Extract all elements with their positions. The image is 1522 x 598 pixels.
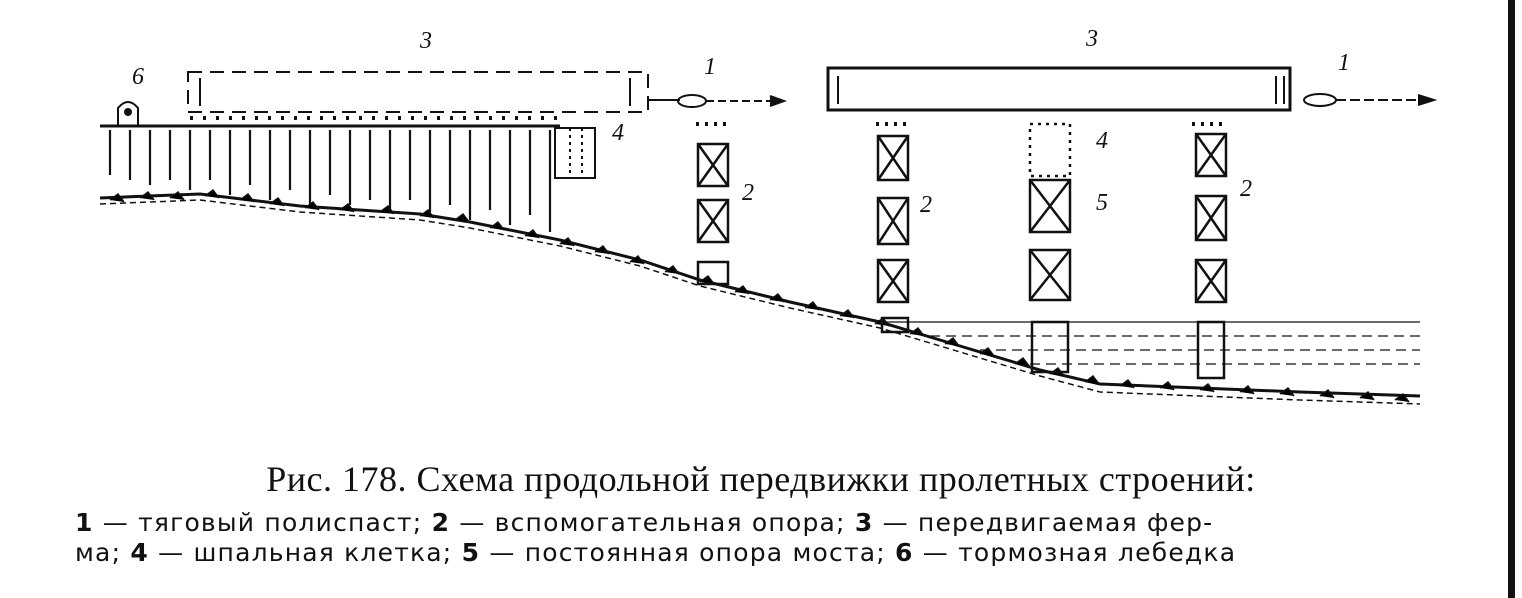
legend-text-2: — вспомогательная опора; bbox=[450, 508, 855, 537]
water-surface bbox=[880, 321, 1420, 365]
auxiliary-support-b bbox=[1192, 122, 1228, 380]
label-support-a: 2 bbox=[920, 192, 932, 218]
label-left-support: 2 bbox=[742, 180, 754, 206]
legend-line-1: 1 — тяговый полиспаст; 2 — вспомогательн… bbox=[75, 508, 1405, 537]
legend-text-4: — шпальная клетка; bbox=[148, 538, 462, 567]
legend-line-2: ма; 4 — шпальная клетка; 5 — постоянная … bbox=[75, 538, 1405, 567]
legend-text-6: — тормозная лебедка bbox=[913, 538, 1237, 567]
legend-num-6: 6 bbox=[895, 538, 914, 567]
page-edge-bar bbox=[1508, 0, 1522, 598]
approach-trestle bbox=[100, 124, 560, 232]
label-support-b: 2 bbox=[1240, 176, 1252, 202]
label-left-truss: 3 bbox=[419, 28, 432, 54]
permanent-pier bbox=[1028, 122, 1072, 374]
ground-profile bbox=[99, 192, 1421, 405]
label-crib-middle: 4 bbox=[1096, 128, 1108, 154]
legend-text-1: — тяговый полиспаст; bbox=[93, 508, 432, 537]
ground-hatching bbox=[109, 188, 1410, 403]
pulley-right bbox=[1303, 93, 1438, 107]
legend-num-4: 4 bbox=[130, 538, 149, 567]
moving-truss-right bbox=[826, 66, 1292, 112]
label-left-pulley: 1 bbox=[704, 54, 716, 80]
legend-text-3-cont: ма; bbox=[75, 538, 131, 567]
legend-num-1: 1 bbox=[75, 508, 94, 537]
label-right-pulley: 1 bbox=[1338, 50, 1350, 76]
legend-num-3: 3 bbox=[854, 508, 874, 537]
label-left-crib: 4 bbox=[612, 120, 624, 146]
brake-winch bbox=[117, 101, 139, 126]
legend-text-3: — передвигаемая фер- bbox=[873, 508, 1214, 537]
label-winch: 6 bbox=[132, 64, 144, 90]
sleeper-crib-left bbox=[554, 127, 596, 179]
pulley-left bbox=[648, 94, 787, 108]
figure-caption-title: Рис. 178. Схема продольной передвижки пр… bbox=[266, 459, 1256, 499]
moving-truss-left bbox=[187, 71, 649, 120]
auxiliary-support-left bbox=[696, 122, 730, 286]
legend-text-5: — постоянная опора моста; bbox=[480, 538, 896, 567]
legend-num-5: 5 bbox=[461, 538, 481, 567]
label-pier-middle: 5 bbox=[1096, 190, 1108, 216]
auxiliary-support-a bbox=[876, 122, 912, 334]
legend-num-2: 2 bbox=[431, 508, 451, 537]
label-right-truss: 3 bbox=[1085, 26, 1098, 52]
